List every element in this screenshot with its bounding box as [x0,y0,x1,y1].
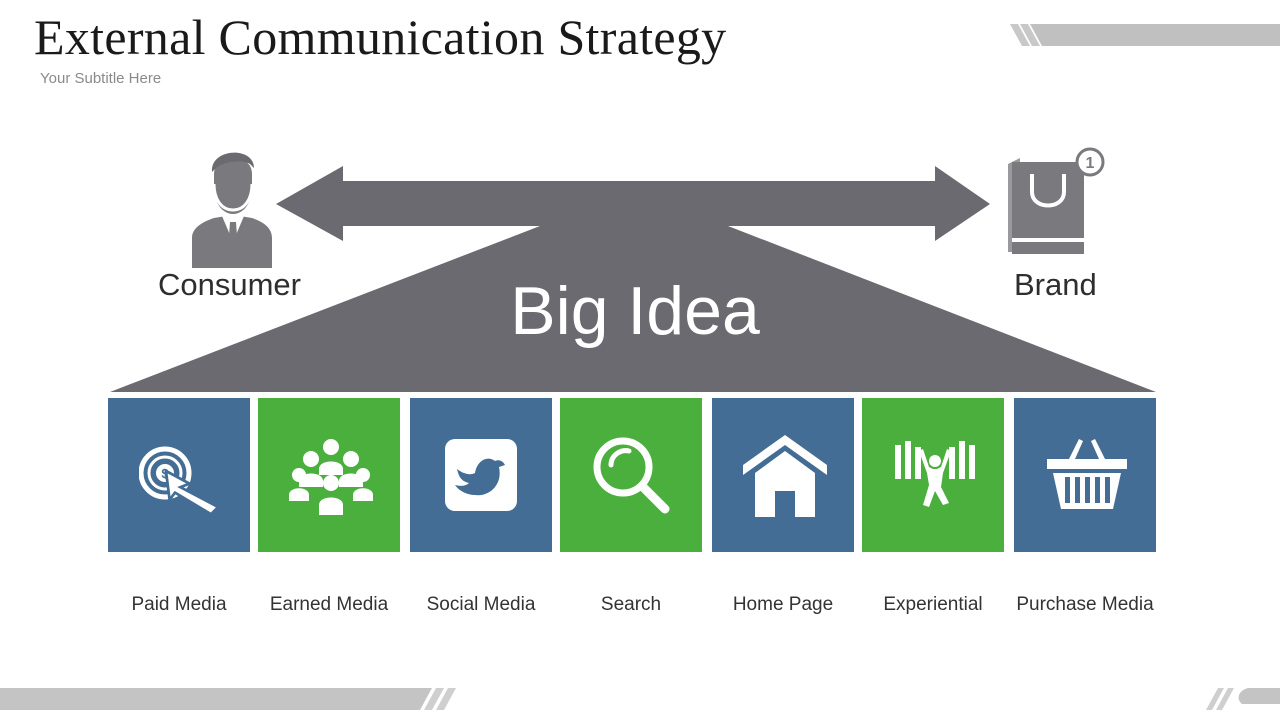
footer-decoration-tab [1206,688,1280,710]
caption-search: Search [600,594,662,615]
notification-badge: 1 [1086,155,1095,172]
page-subtitle: Your Subtitle Here [40,70,162,87]
house-icon [743,435,827,517]
magnifier-icon [593,437,670,514]
big-idea-triangle [110,226,1156,392]
tile-home-page [712,398,854,552]
caption-home-page: Home Page [732,594,834,615]
businessman-icon [192,152,272,268]
tile-social-media [410,398,552,552]
footer-decoration-bar [0,688,456,710]
brand-label: Brand [1014,267,1097,302]
caption-social-media: Social Media [426,594,536,615]
consumer-brand-double-arrow [276,166,990,241]
people-group-icon [289,439,373,515]
basket-icon [1047,439,1127,509]
caption-purchase-media: Purchase Media [1016,594,1154,615]
tile-purchase-media [1014,398,1156,552]
shopping-bag-notification-icon: 1 [1008,147,1105,254]
tile-experiential [862,398,1004,552]
caption-earned-media: Earned Media [269,594,389,615]
header-decoration-stripes [1010,24,1280,46]
crowd-celebration-icon [895,441,975,507]
tile-search [560,398,702,552]
tile-paid-media: $ [108,398,250,552]
page-title: External Communication Strategy [34,9,727,65]
bird-icon [445,439,517,511]
big-idea-label: Big Idea [510,273,760,349]
caption-paid-media: Paid Media [131,594,227,615]
caption-experiential: Experiential [883,594,983,615]
click-dollar-icon: $ [139,446,221,515]
tile-earned-media [258,398,400,552]
consumer-label: Consumer [158,267,301,302]
